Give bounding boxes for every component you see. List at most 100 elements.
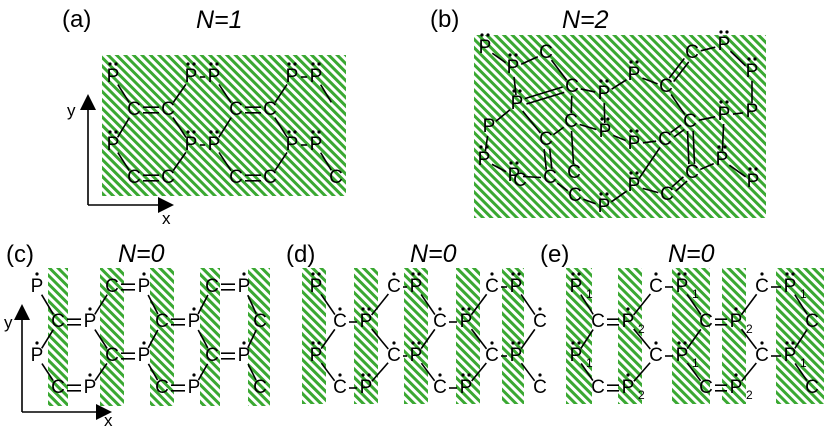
atom-c: C bbox=[699, 311, 713, 332]
svg-text:C: C bbox=[591, 377, 605, 398]
svg-text:C: C bbox=[263, 99, 277, 120]
single-bond bbox=[247, 329, 257, 349]
svg-text:1: 1 bbox=[692, 356, 699, 370]
single-bond bbox=[470, 328, 488, 350]
y-axis-label: y bbox=[67, 101, 76, 120]
svg-text:C: C bbox=[205, 276, 219, 297]
hatched-stripe-d3 bbox=[404, 268, 428, 404]
atom-c: C bbox=[105, 345, 119, 366]
atom-c: C bbox=[543, 167, 557, 188]
svg-text:P: P bbox=[410, 276, 423, 297]
hatched-stripe-e1 bbox=[566, 268, 592, 404]
svg-text:C: C bbox=[755, 276, 769, 297]
atom-c: C bbox=[51, 311, 65, 332]
atom-c: C bbox=[51, 377, 65, 398]
svg-text:P: P bbox=[185, 134, 198, 155]
svg-text:P: P bbox=[310, 276, 323, 297]
svg-text:P: P bbox=[188, 311, 201, 332]
atom-p: P bbox=[746, 101, 759, 122]
single-bond bbox=[670, 93, 686, 116]
atom-p: P bbox=[507, 53, 520, 78]
svg-text:P: P bbox=[138, 345, 151, 366]
atom-p: P bbox=[360, 373, 373, 398]
atom-p: P bbox=[310, 130, 322, 155]
hatched-stripe-e4 bbox=[722, 268, 746, 404]
single-bond bbox=[247, 363, 257, 381]
single-bond bbox=[550, 59, 568, 81]
svg-text:P: P bbox=[628, 64, 641, 85]
atom-p: P bbox=[310, 62, 322, 87]
svg-text:P: P bbox=[208, 134, 221, 155]
svg-text:P: P bbox=[598, 196, 611, 217]
single-bond bbox=[41, 329, 54, 349]
single-bond bbox=[420, 293, 436, 316]
svg-text:P: P bbox=[746, 101, 759, 122]
atom-p: P bbox=[107, 130, 120, 155]
svg-text:C: C bbox=[433, 377, 447, 398]
single-bond bbox=[274, 84, 288, 103]
svg-text:P: P bbox=[510, 276, 523, 297]
svg-text:P: P bbox=[507, 57, 520, 78]
svg-text:P: P bbox=[622, 377, 635, 398]
single-bond bbox=[197, 329, 209, 349]
single-bond bbox=[218, 152, 232, 171]
svg-text:1: 1 bbox=[586, 287, 593, 301]
single-bond bbox=[147, 294, 159, 315]
single-bond bbox=[579, 123, 597, 131]
panel-label-a: (a) bbox=[62, 6, 91, 33]
single-bond bbox=[520, 293, 536, 316]
atom-c: C bbox=[685, 162, 699, 183]
atom-p: P bbox=[410, 341, 422, 366]
atom-c: C bbox=[755, 272, 769, 297]
single-bond bbox=[698, 116, 716, 121]
svg-text:C: C bbox=[333, 311, 347, 332]
svg-text:P: P bbox=[107, 66, 120, 87]
svg-text:P: P bbox=[360, 377, 373, 398]
svg-text:C: C bbox=[433, 311, 447, 332]
svg-text:C: C bbox=[229, 99, 243, 120]
svg-text:P: P bbox=[238, 345, 251, 366]
svg-text:P: P bbox=[730, 377, 743, 398]
x-axis-label: x bbox=[162, 209, 171, 228]
hatched-stripe-c2 bbox=[100, 268, 124, 406]
svg-text:C: C bbox=[565, 76, 579, 97]
single-bond bbox=[491, 163, 507, 173]
panel-label-b: (b) bbox=[430, 6, 459, 33]
atom-p: P bbox=[479, 33, 491, 58]
double-bond bbox=[673, 128, 685, 138]
svg-text:C: C bbox=[805, 377, 819, 398]
single-bond bbox=[495, 109, 511, 122]
double-bond bbox=[675, 180, 688, 192]
svg-text:P: P bbox=[310, 345, 323, 366]
single-bond bbox=[794, 294, 808, 315]
single-bond bbox=[117, 84, 130, 103]
atom-c: C bbox=[649, 341, 663, 366]
svg-text:C: C bbox=[683, 111, 697, 132]
svg-text:P: P bbox=[628, 175, 641, 196]
atom-p: P bbox=[188, 373, 200, 398]
single-bond bbox=[147, 363, 159, 381]
atom-c: C bbox=[513, 170, 527, 191]
atom-p: P bbox=[747, 167, 759, 192]
single-bond bbox=[116, 117, 131, 138]
svg-text:P: P bbox=[107, 134, 120, 155]
svg-text:P: P bbox=[730, 311, 743, 332]
atom-p: P bbox=[138, 341, 151, 366]
svg-text:P: P bbox=[31, 276, 44, 297]
atom-c: C bbox=[253, 311, 267, 332]
svg-text:C: C bbox=[649, 345, 663, 366]
single-bond bbox=[94, 329, 108, 349]
atom-c: C bbox=[533, 307, 547, 332]
svg-text:P: P bbox=[84, 311, 97, 332]
single-bond bbox=[556, 182, 569, 192]
atom-p: P bbox=[628, 60, 641, 85]
atom-p: P bbox=[718, 100, 730, 125]
svg-text:C: C bbox=[329, 167, 343, 188]
single-bond bbox=[371, 362, 389, 382]
svg-text:P: P bbox=[460, 377, 473, 398]
single-bond bbox=[642, 187, 659, 194]
